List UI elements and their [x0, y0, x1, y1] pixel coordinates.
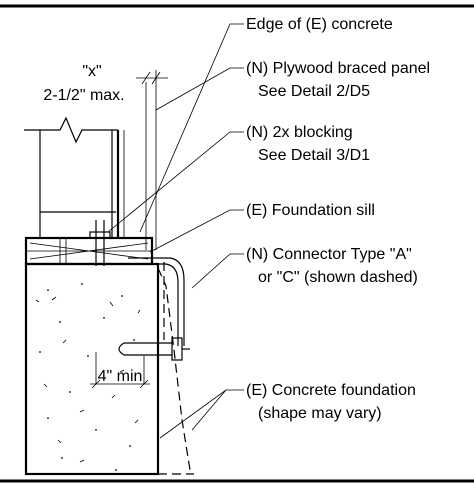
label-blocking-line1: (N) 2x blocking: [246, 124, 353, 141]
x-dimension: [136, 70, 168, 250]
break-line: [24, 116, 118, 144]
x-max-label: 2-1/2" max.: [43, 87, 124, 104]
connector-dashed: [118, 262, 190, 361]
label-plywood-line1: (N) Plywood braced panel: [246, 60, 430, 77]
label-blocking-line2: See Detail 3/D1: [258, 147, 370, 164]
foundation-sill: [24, 236, 154, 266]
alternate-foundation-edge: [157, 267, 191, 471]
label-foundation-line1: (E) Concrete foundation: [246, 382, 416, 399]
anchor-bolt: [89, 220, 111, 266]
min-embed-label: 4" min: [98, 368, 143, 385]
x-dimension-label: "x": [82, 63, 101, 80]
label-connector-line2: or "C" (shown dashed): [258, 269, 418, 286]
concrete-foundation: [24, 262, 160, 476]
label-plywood-line2: See Detail 2/D5: [258, 83, 370, 100]
wall-stud: [24, 116, 125, 238]
connector-solid: [128, 257, 185, 346]
label-connector-line1: (N) Connector Type "A": [246, 246, 412, 263]
label-sill: (E) Foundation sill: [246, 202, 375, 219]
label-foundation-line2: (shape may vary): [258, 405, 382, 422]
concrete-stipple: [35, 283, 141, 471]
leader-lines: [107, 23, 244, 439]
min-embed-dimension: [90, 352, 150, 389]
label-edge-concrete: Edge of (E) concrete: [246, 16, 393, 33]
